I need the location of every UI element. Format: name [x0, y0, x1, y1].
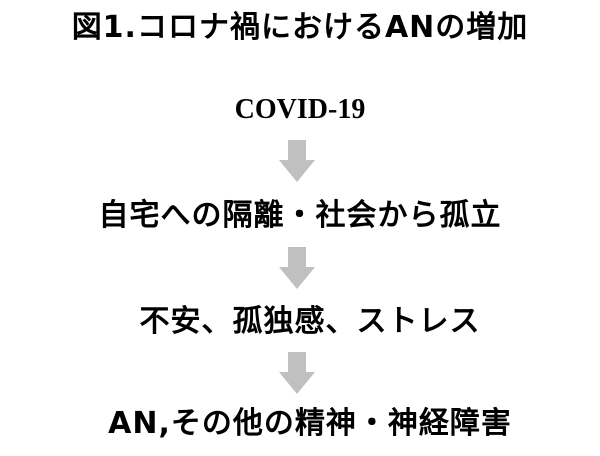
down-arrow-icon	[279, 352, 315, 394]
figure-title: 図1.コロナ禍におけるANの増加	[71, 10, 529, 45]
flow-step-covid: COVID-19	[234, 94, 366, 125]
flow-step-an-disorders: AN,その他の精神・神経障害	[108, 406, 512, 441]
down-arrow-icon	[279, 140, 315, 182]
flow-step-isolation: 自宅への隔離・社会から孤立	[98, 198, 502, 233]
down-arrow-icon	[279, 247, 315, 289]
flow-step-anxiety: 不安、孤独感、ストレス	[139, 304, 481, 339]
